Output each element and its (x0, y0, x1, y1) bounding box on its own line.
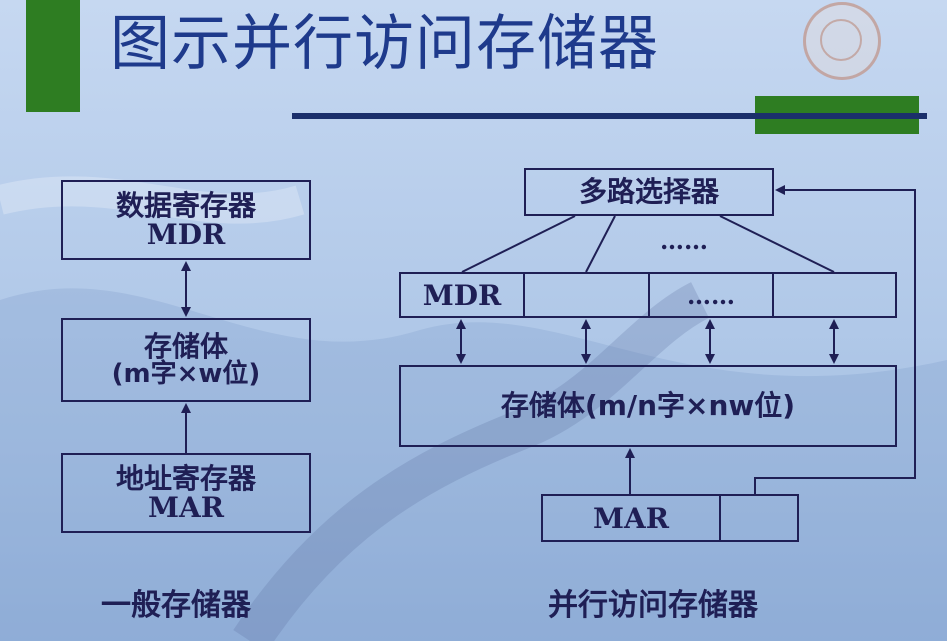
mux-line-4 (719, 215, 835, 273)
mdr-cell-3: …… (648, 272, 774, 318)
right-memory-label: 存储体(m/n字×nw位) (500, 389, 796, 423)
university-emblem-icon (803, 2, 881, 80)
mdr-cell-4 (772, 272, 897, 318)
mux-line-2 (585, 215, 616, 273)
slide-title: 图示并行访问存储器 (110, 9, 659, 79)
left-memory-box: 存储体 (m字×w位) (61, 318, 311, 402)
mux-line-1 (461, 215, 576, 273)
right-mar-extra-cell (719, 494, 799, 542)
left-memory-size: (m字×w位) (111, 359, 261, 390)
multiplexer-label: 多路选择器 (578, 175, 719, 209)
multiplexer-ellipsis: …… (660, 226, 708, 255)
title-underline (292, 113, 927, 119)
right-caption: 并行访问存储器 (548, 588, 758, 623)
right-mar-cell: MAR (541, 494, 721, 542)
left-mar-abbr: MAR (148, 491, 224, 524)
left-mdr-box: 数据寄存器 MDR (61, 180, 311, 260)
left-memory-title: 存储体 (143, 329, 228, 363)
left-mar-title: 地址寄存器 (115, 461, 256, 495)
multiplexer-box: 多路选择器 (524, 168, 774, 216)
right-memory-box: 存储体(m/n字×nw位) (399, 365, 897, 447)
left-caption: 一般存储器 (101, 588, 251, 623)
left-mar-box: 地址寄存器 MAR (61, 453, 311, 533)
accent-bar-left (26, 0, 80, 112)
mar-mux-feedback-arrow (754, 185, 916, 494)
mdr-cell-1: MDR (399, 272, 525, 318)
left-mdr-title: 数据寄存器 (115, 188, 256, 222)
left-mdr-abbr: MDR (146, 218, 226, 251)
